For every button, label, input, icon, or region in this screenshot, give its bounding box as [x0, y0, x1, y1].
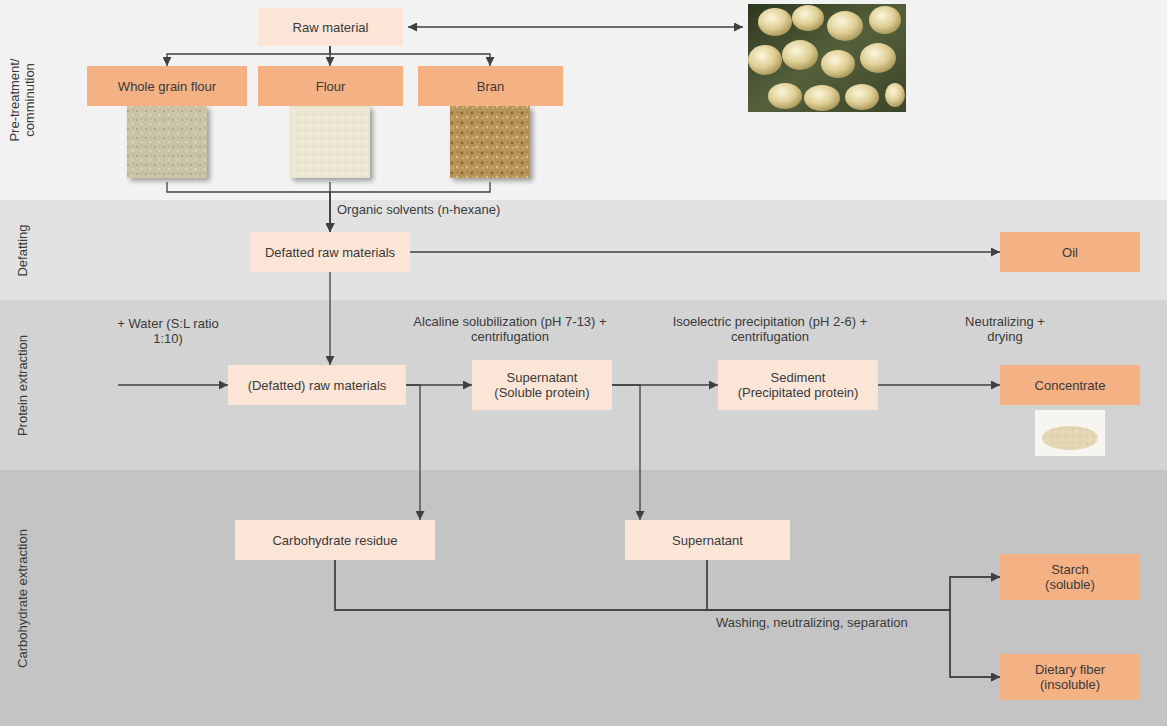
stage-label: Pre-treatment/ comminution [7, 40, 37, 160]
box-text: Supernatant [672, 533, 743, 548]
box-text: Concentrate [1035, 378, 1106, 393]
product-box: Dietary fiber(insoluble) [1000, 654, 1140, 700]
photo-link-arrow [408, 26, 743, 27]
box-text: Dietary fiber [1035, 662, 1105, 677]
stage-band: Carbohydrate extraction Carbohydrate resi… [0, 470, 1167, 726]
box-text: (Defatted) raw materials [248, 378, 387, 393]
box-text: (Soluble protein) [494, 385, 589, 400]
flow-arrow [410, 251, 1000, 252]
product-box: Starch(soluble) [1000, 554, 1140, 600]
box-text: Bran [477, 79, 504, 94]
stage-label: Carbohydrate extraction [15, 498, 30, 698]
concentrate-photo [1035, 410, 1105, 456]
process-box: Sediment(Precipitated protein) [718, 360, 878, 410]
box-text: (Precipitated protein) [738, 385, 859, 400]
box-face: Bran [418, 66, 563, 106]
box-text: Defatted raw materials [265, 245, 395, 260]
step-label: + Water (S:L ratio 1:10) [113, 316, 223, 346]
process-box: (Defatted) raw materials [228, 365, 406, 405]
quinoa-photo [748, 4, 906, 112]
flow-arrow [878, 384, 1000, 385]
box-text: Carbohydrate residue [272, 533, 397, 548]
step-label: Isoelectric precipitation (pH 2-6) + cen… [650, 314, 890, 344]
product-box: Flour [258, 66, 403, 182]
flow-arrow [329, 272, 330, 365]
product-box: Bran [418, 66, 563, 182]
box-text: Whole grain flour [118, 79, 216, 94]
process-box: Raw material [258, 8, 403, 46]
water-inflow-arrow [118, 384, 228, 385]
product-box: Concentrate [1000, 365, 1140, 405]
stage-label: Protein extraction [15, 310, 30, 460]
box-text: (soluble) [1045, 577, 1095, 592]
box-text: (insoluble) [1040, 677, 1100, 692]
bran-photo [450, 106, 533, 181]
product-box: Oil [1000, 232, 1140, 272]
box-text: Sediment [771, 370, 826, 385]
box-face: Whole grain flour [87, 66, 247, 106]
step-label: Alcaline solubilization (pH 7-13) + cent… [395, 314, 625, 344]
box-text: Flour [316, 79, 346, 94]
box-text: Supernatant [507, 370, 578, 385]
process-box: Carbohydrate residue [235, 520, 435, 560]
step-label: Neutralizing + drying [955, 314, 1055, 344]
box-text: Raw material [293, 20, 369, 35]
flour-photo [290, 106, 373, 181]
box-face: Flour [258, 66, 403, 106]
process-box: Defatted raw materials [250, 232, 410, 272]
box-text: Oil [1062, 245, 1078, 260]
process-box: Supernatant(Soluble protein) [472, 360, 612, 410]
box-text: Starch [1051, 562, 1089, 577]
stage-band: Pre-treatment/ comminution Raw materialWh… [0, 0, 1167, 200]
whole-grain-flour-photo [127, 106, 210, 181]
process-box: Supernatant [625, 520, 790, 560]
step-label: Washing, neutralizing, separation [716, 615, 908, 630]
step-label: Organic solvents (n-hexane) [337, 202, 500, 217]
product-box: Whole grain flour [87, 66, 247, 182]
stage-band: Defatting Defatted raw materials Oil [0, 200, 1167, 300]
stage-label: Defatting [15, 205, 30, 295]
